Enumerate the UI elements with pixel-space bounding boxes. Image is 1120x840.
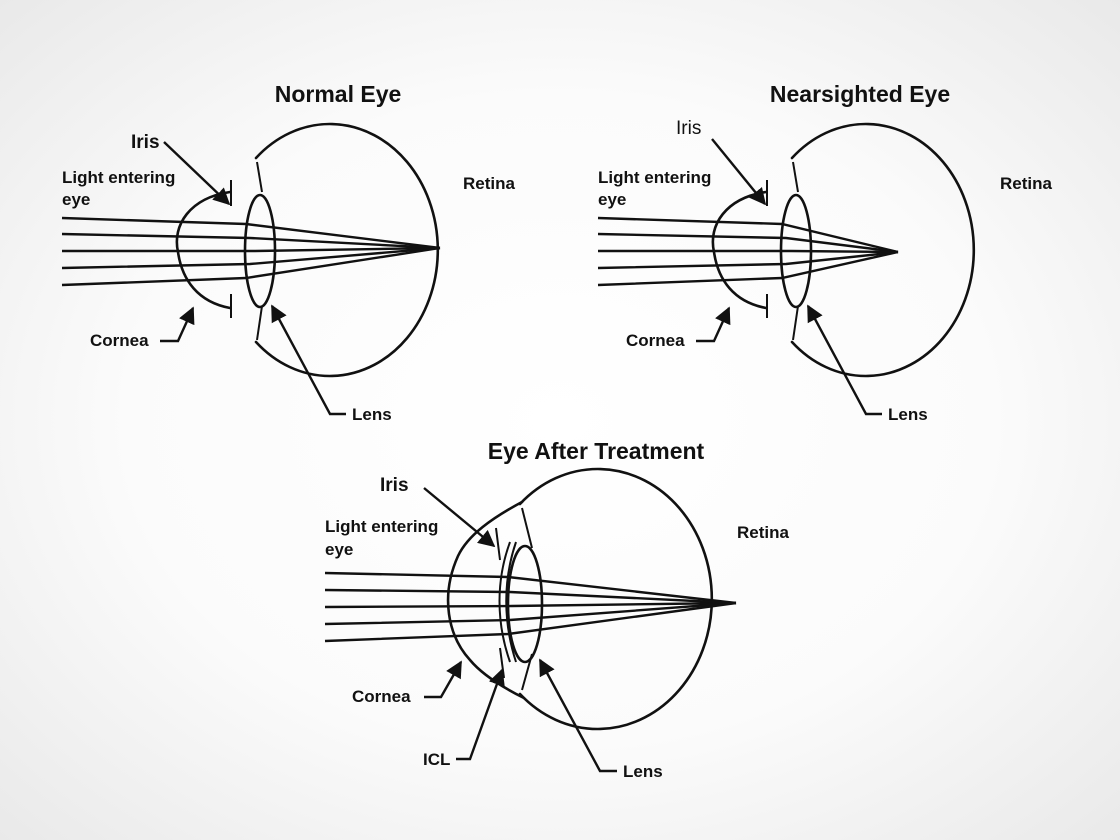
nearsighted-eye-lens-leader xyxy=(806,304,882,416)
nearsighted-eye-lens-label: Lens xyxy=(888,405,928,424)
ray xyxy=(324,588,737,605)
treated-eye-cornea-leader xyxy=(424,660,463,699)
ray xyxy=(597,216,899,254)
normal-eye-cornea-leader xyxy=(160,306,195,343)
nearsighted-eye-title: Nearsighted Eye xyxy=(770,81,950,107)
treated-eye-globe xyxy=(518,467,714,731)
nearsighted-eye-iris-label: Iris xyxy=(676,118,701,139)
treated-eye-icl-label: ICL xyxy=(423,750,450,769)
treated-eye-light-label-line2: eye xyxy=(325,540,353,559)
normal-eye-cornea-label: Cornea xyxy=(90,331,149,350)
treated-eye-cornea-label: Cornea xyxy=(352,687,411,706)
normal-eye-lens-leader xyxy=(270,304,346,416)
treated-eye-retina-label: Retina xyxy=(737,523,790,542)
ray xyxy=(597,232,899,254)
normal-eye-retina-label: Retina xyxy=(463,174,516,193)
normal-eye-light-label-line2: eye xyxy=(62,190,90,209)
normal-eye-light-label-line1: Light entering xyxy=(62,168,175,187)
normal-eye-iris-label: Iris xyxy=(131,132,160,153)
nearsighted-eye-light-label-line1: Light entering xyxy=(598,168,711,187)
normal-eye-ciliary xyxy=(256,161,263,341)
treated-eye-cornea-shape xyxy=(446,500,526,700)
normal-eye-light-rays xyxy=(61,216,441,287)
nearsighted-eye-light-label-line2: eye xyxy=(598,190,626,209)
nearsighted-eye-globe xyxy=(790,122,976,378)
normal-eye-iris-leader xyxy=(163,141,231,206)
nearsighted-eye-cornea-leader xyxy=(696,306,731,343)
normal-eye-title: Normal Eye xyxy=(275,81,402,107)
treated-eye-iris-top xyxy=(495,527,501,561)
nearsighted-eye-panel: Nearsighted Eye Iris Light entering eye … xyxy=(597,81,1053,424)
ray xyxy=(61,216,441,250)
ray xyxy=(597,250,899,270)
nearsighted-eye-light-rays xyxy=(597,216,899,287)
ray xyxy=(324,601,737,643)
treated-eye-iris-label: Iris xyxy=(380,475,409,496)
nearsighted-eye-iris-leader xyxy=(711,138,767,206)
treated-eye-light-label-line1: Light entering xyxy=(325,517,438,536)
nearsighted-eye-ciliary xyxy=(792,161,799,341)
ray xyxy=(324,601,737,609)
ray xyxy=(597,250,899,287)
nearsighted-eye-retina-label: Retina xyxy=(1000,174,1053,193)
normal-eye-panel: Normal Eye Iris Light entering eye Retin… xyxy=(61,81,516,424)
treated-eye-panel: Eye After Treatment Iris Light entering … xyxy=(324,438,790,781)
treated-eye-icl-leader xyxy=(456,668,505,761)
ray xyxy=(61,246,441,287)
treated-eye-title: Eye After Treatment xyxy=(488,438,705,464)
treated-eye-lens-leader xyxy=(538,658,617,773)
ray xyxy=(61,246,441,270)
treated-eye-light-rays xyxy=(324,571,737,643)
ray xyxy=(62,246,441,253)
treated-eye-lens-shape xyxy=(506,544,544,664)
ray xyxy=(324,601,737,626)
ray xyxy=(598,249,899,254)
treated-eye-icl-shape xyxy=(498,541,517,663)
ray xyxy=(61,232,441,250)
ray xyxy=(324,571,737,605)
normal-eye-lens-label: Lens xyxy=(352,405,392,424)
treated-eye-lens-label: Lens xyxy=(623,762,663,781)
treated-eye-iris-leader xyxy=(423,487,496,548)
normal-eye-globe xyxy=(254,122,440,378)
nearsighted-eye-cornea-label: Cornea xyxy=(626,331,685,350)
